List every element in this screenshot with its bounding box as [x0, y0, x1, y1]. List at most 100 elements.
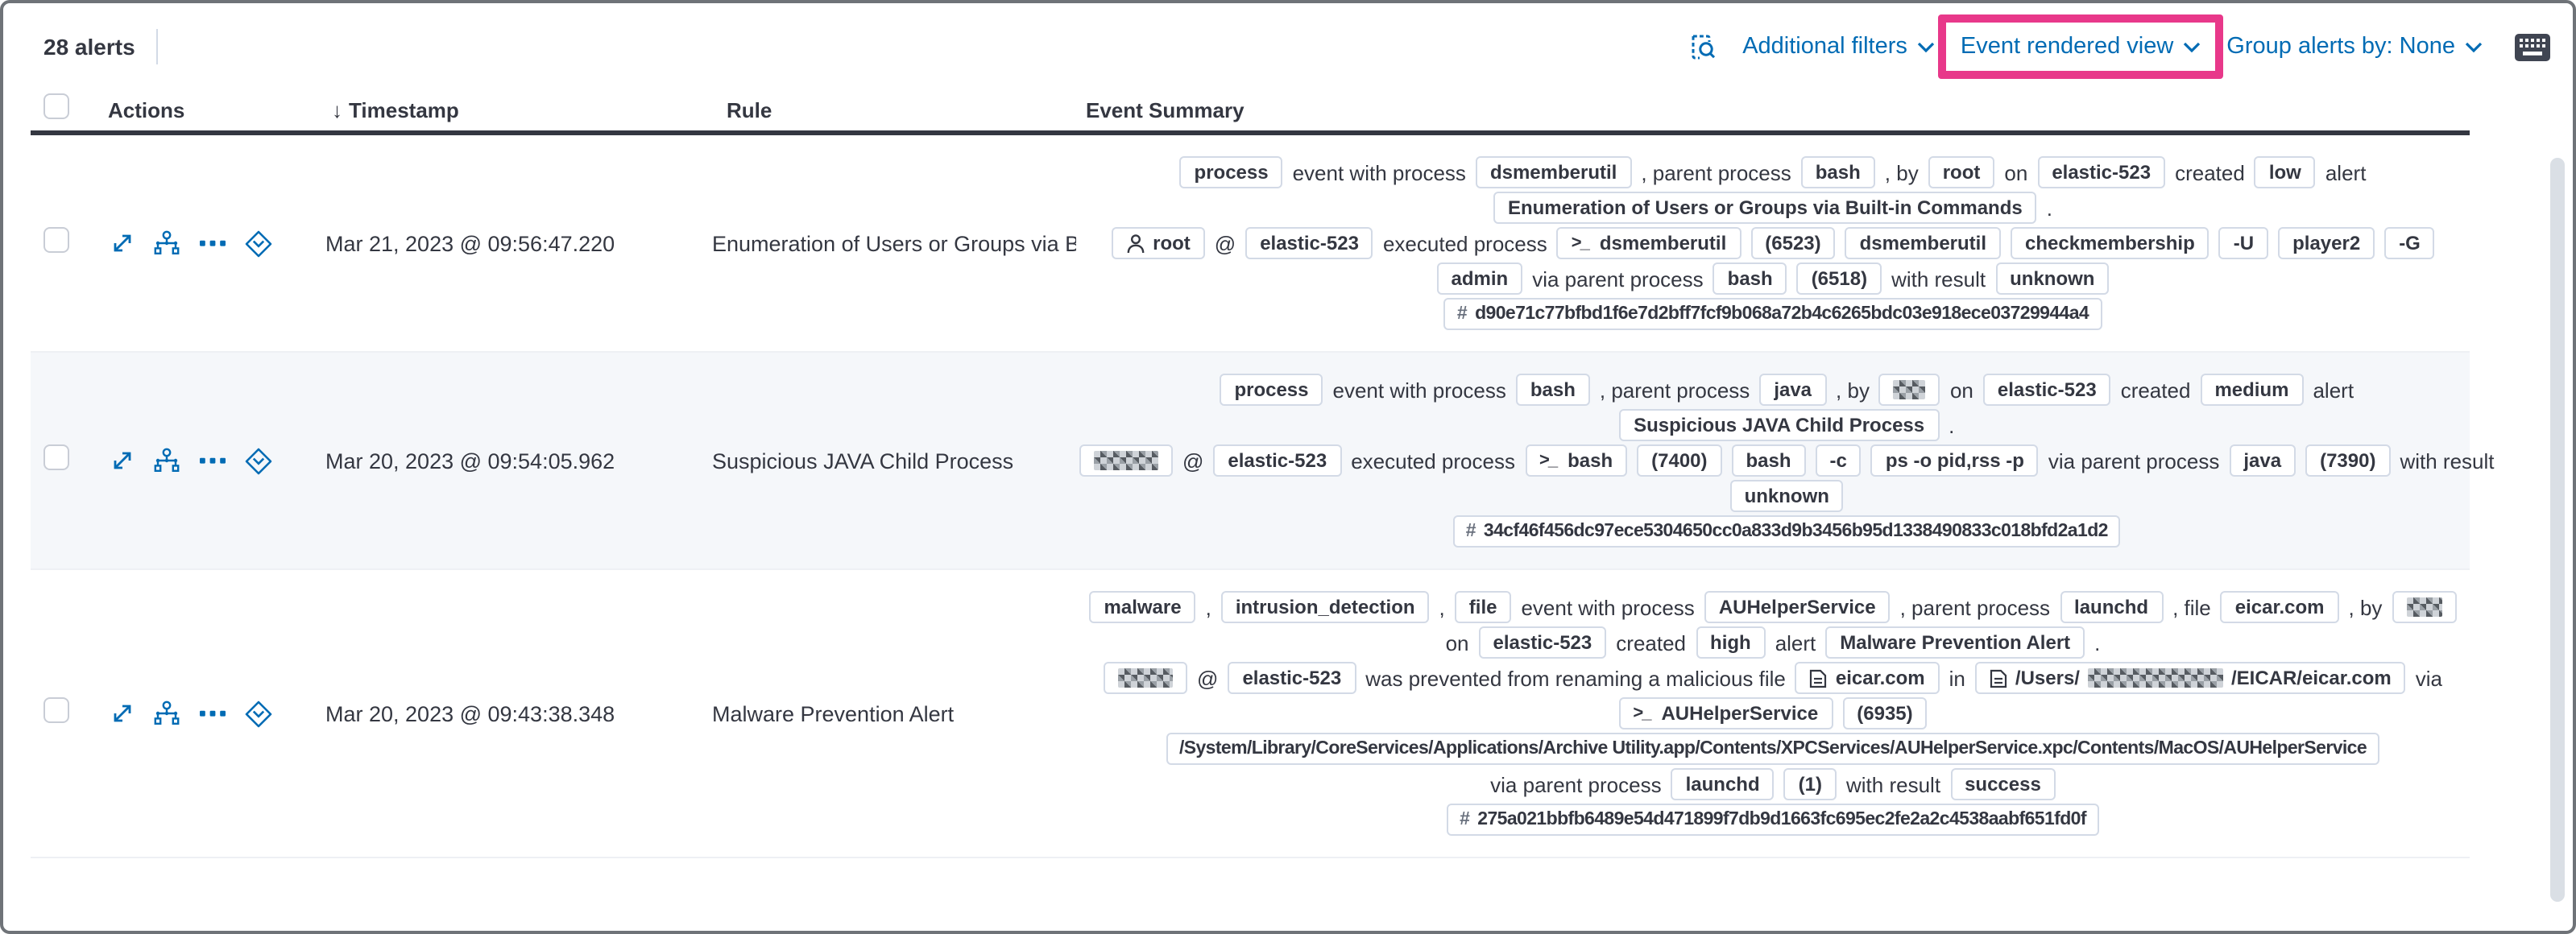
- summary-badge[interactable]: (7390): [2305, 444, 2391, 477]
- summary-badge[interactable]: medium: [2200, 374, 2304, 406]
- summary-badge[interactable]: launchd: [2060, 591, 2164, 623]
- summary-badge[interactable]: file: [1454, 591, 1512, 623]
- summary-badge[interactable]: (7400): [1637, 444, 1722, 477]
- summary-badge[interactable]: elastic-523: [1478, 626, 1607, 659]
- keyboard-icon[interactable]: [2515, 33, 2550, 60]
- summary-badge[interactable]: (6935): [1842, 697, 1928, 729]
- summary-badge[interactable]: -U: [2218, 227, 2269, 259]
- inspect-icon[interactable]: [1688, 32, 1717, 61]
- summary-text: created: [1616, 630, 1687, 655]
- summary-badge[interactable]: bash: [1800, 156, 1875, 188]
- session-view-icon[interactable]: [245, 700, 272, 727]
- group-alerts-by-button[interactable]: Group alerts by: None: [2226, 34, 2483, 60]
- summary-badge[interactable]: bash: [1713, 262, 1787, 295]
- summary-badge[interactable]: dsmemberutil: [1845, 227, 2001, 259]
- summary-badge[interactable]: process: [1220, 374, 1323, 406]
- column-header-rule[interactable]: Rule: [727, 98, 772, 122]
- summary-badge[interactable]: (1): [1783, 768, 1837, 800]
- analyze-event-icon[interactable]: [153, 700, 180, 726]
- summary-text: on: [1445, 630, 1469, 655]
- summary-text: executed process: [1351, 448, 1515, 473]
- summary-badge[interactable]: elastic-523: [2037, 156, 2166, 188]
- summary-badge[interactable]: eicar.com: [2220, 591, 2339, 623]
- summary-badge[interactable]: [1878, 374, 1940, 406]
- summary-badge[interactable]: #275a021bbfb6489e54d471899f7db9d1663fc69…: [1447, 804, 2099, 836]
- row-checkbox[interactable]: [43, 444, 69, 469]
- view-selector-button[interactable]: Event rendered view: [1961, 34, 2201, 60]
- summary-badge[interactable]: java: [2229, 444, 2296, 477]
- more-actions-icon[interactable]: [198, 448, 227, 473]
- summary-badge[interactable]: checkmembership: [2011, 227, 2209, 259]
- summary-text: on: [1949, 378, 1973, 402]
- analyze-event-icon[interactable]: [153, 448, 180, 473]
- summary-badge[interactable]: >_bash: [1525, 444, 1628, 477]
- summary-badge[interactable]: java: [1759, 374, 1827, 406]
- summary-badge[interactable]: (6523): [1750, 227, 1836, 259]
- summary-text: , parent process: [1599, 378, 1750, 402]
- summary-badge[interactable]: >_AUHelperService: [1618, 697, 1833, 729]
- summary-badge[interactable]: elastic-523: [1245, 227, 1373, 259]
- hash-icon: #: [1456, 304, 1468, 324]
- summary-badge[interactable]: elastic-523: [1228, 662, 1356, 694]
- summary-badge[interactable]: -G: [2384, 227, 2435, 259]
- analyze-event-icon[interactable]: [153, 230, 180, 256]
- more-actions-icon[interactable]: [198, 230, 227, 256]
- rule-link[interactable]: Malware Prevention Alert: [712, 701, 955, 725]
- summary-badge[interactable]: bash: [1731, 444, 1806, 477]
- summary-badge[interactable]: bash: [1515, 374, 1590, 406]
- summary-badge[interactable]: success: [1950, 768, 2056, 800]
- summary-badge[interactable]: process: [1179, 156, 1283, 188]
- summary-badge[interactable]: [1079, 444, 1173, 477]
- row-checkbox[interactable]: [43, 226, 69, 252]
- summary-line: #d90e71c77bfbd1f6e7d2bff7fcf9b068a72b4c6…: [1079, 298, 2466, 330]
- summary-badge[interactable]: low: [2254, 156, 2316, 188]
- summary-badge[interactable]: player2: [2278, 227, 2375, 259]
- select-all-checkbox[interactable]: [43, 93, 69, 119]
- summary-badge[interactable]: high: [1696, 626, 1766, 659]
- summary-text: , parent process: [1899, 595, 2051, 619]
- vertical-scrollbar-thumb[interactable]: [2550, 158, 2565, 902]
- summary-badge[interactable]: /Users//EICAR/eicar.com: [1974, 662, 2406, 694]
- summary-badge[interactable]: #d90e71c77bfbd1f6e7d2bff7fcf9b068a72b4c6…: [1443, 298, 2102, 330]
- rule-link[interactable]: Suspicious JAVA Child Process: [712, 448, 1014, 473]
- summary-badge[interactable]: Enumeration of Users or Groups via Built…: [1493, 192, 2037, 224]
- summary-badge[interactable]: Malware Prevention Alert: [1825, 626, 2085, 659]
- summary-badge[interactable]: #34cf46f456dc97ece5304650cc0a833d9b3456b…: [1452, 515, 2121, 548]
- summary-badge[interactable]: elastic-523: [1213, 444, 1342, 477]
- summary-badge[interactable]: root: [1928, 156, 1995, 188]
- summary-badge[interactable]: [1104, 662, 1188, 694]
- session-view-icon[interactable]: [245, 447, 272, 474]
- summary-badge[interactable]: unknown: [1995, 262, 2110, 295]
- summary-badge[interactable]: intrusion_detection: [1220, 591, 1430, 623]
- summary-badge[interactable]: [2392, 591, 2457, 623]
- timestamp-cell: Mar 20, 2023 @ 09:54:05.962: [325, 448, 615, 473]
- summary-badge[interactable]: root: [1111, 227, 1205, 259]
- summary-badge[interactable]: eicar.com: [1795, 662, 1940, 694]
- hash-icon: #: [1465, 522, 1476, 541]
- expand-alert-icon[interactable]: [110, 700, 135, 726]
- summary-badge[interactable]: Suspicious JAVA Child Process: [1619, 409, 1940, 441]
- additional-filters-button[interactable]: Additional filters: [1742, 34, 1935, 60]
- summary-badge[interactable]: ps -o pid,rss -p: [1870, 444, 2039, 477]
- column-header-timestamp[interactable]: ↓ Timestamp: [332, 98, 459, 122]
- session-view-icon[interactable]: [245, 229, 272, 257]
- summary-badge[interactable]: (6518): [1796, 262, 1882, 295]
- summary-badge[interactable]: elastic-523: [1982, 374, 2111, 406]
- row-checkbox[interactable]: [43, 696, 69, 722]
- summary-badge[interactable]: -c: [1815, 444, 1862, 477]
- summary-badge[interactable]: admin: [1436, 262, 1523, 295]
- summary-badge[interactable]: AUHelperService: [1704, 591, 1891, 623]
- summary-badge[interactable]: /System/Library/CoreServices/Application…: [1166, 733, 2380, 765]
- summary-badge[interactable]: launchd: [1671, 768, 1775, 800]
- more-actions-icon[interactable]: [198, 700, 227, 726]
- expand-alert-icon[interactable]: [110, 230, 135, 256]
- summary-badge[interactable]: malware: [1089, 591, 1196, 623]
- summary-badge[interactable]: unknown: [1729, 480, 1844, 512]
- expand-alert-icon[interactable]: [110, 448, 135, 473]
- summary-badge[interactable]: >_dsmemberutil: [1556, 227, 1741, 259]
- rule-link[interactable]: Enumeration of Users or Groups via Bui: [712, 231, 1076, 255]
- summary-badge[interactable]: dsmemberutil: [1475, 156, 1632, 188]
